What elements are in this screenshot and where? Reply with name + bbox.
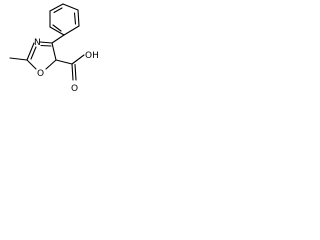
oxazole-ring <box>26 41 57 70</box>
carbonyl-oxygen-atom-label: O <box>71 84 78 94</box>
carboxylic-acid-group <box>55 54 85 81</box>
nitrogen-atom-label: N <box>34 38 41 48</box>
chemical-structure-diagram: N O O OH <box>0 0 105 100</box>
phenyl-ring <box>49 3 80 36</box>
methyl-bond <box>9 57 28 61</box>
hydroxyl-label: OH <box>85 51 99 61</box>
ring-oxygen-atom-label: O <box>37 69 44 79</box>
phenyl-oxazole-bond <box>51 34 65 44</box>
structure-drawing: N O O OH <box>9 3 99 94</box>
